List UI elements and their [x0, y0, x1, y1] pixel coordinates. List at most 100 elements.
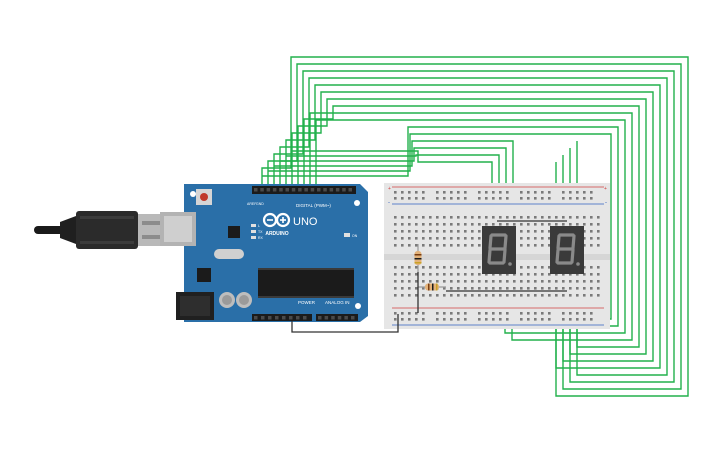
- breadboard-hole[interactable]: [548, 287, 551, 290]
- digital-header[interactable]: [252, 186, 356, 194]
- breadboard-hole[interactable]: [450, 237, 453, 240]
- breadboard-hole[interactable]: [401, 230, 404, 233]
- breadboard-hole[interactable]: [429, 223, 432, 226]
- breadboard-hole[interactable]: [478, 294, 481, 297]
- resistor-vertical[interactable]: [414, 244, 422, 272]
- header-pin[interactable]: [303, 316, 307, 320]
- breadboard-hole[interactable]: [534, 273, 537, 276]
- signal-wire[interactable]: [291, 91, 654, 362]
- breadboard-hole[interactable]: [499, 273, 502, 276]
- breadboard-hole[interactable]: [394, 244, 397, 247]
- breadboard-hole[interactable]: [597, 273, 600, 276]
- breadboard-hole[interactable]: [492, 197, 495, 200]
- breadboard-hole[interactable]: [492, 312, 495, 315]
- breadboard-hole[interactable]: [408, 216, 411, 219]
- breadboard-hole[interactable]: [548, 223, 551, 226]
- breadboard-hole[interactable]: [506, 216, 509, 219]
- breadboard-hole[interactable]: [429, 216, 432, 219]
- breadboard-hole[interactable]: [548, 280, 551, 283]
- breadboard-hole[interactable]: [527, 312, 530, 315]
- breadboard-hole[interactable]: [450, 244, 453, 247]
- breadboard-hole[interactable]: [499, 191, 502, 194]
- breadboard-hole[interactable]: [590, 312, 593, 315]
- breadboard-hole[interactable]: [485, 318, 488, 321]
- breadboard-hole[interactable]: [541, 216, 544, 219]
- breadboard-hole[interactable]: [408, 197, 411, 200]
- signal-wire[interactable]: [303, 105, 640, 348]
- header-pin[interactable]: [298, 188, 302, 192]
- breadboard-hole[interactable]: [422, 216, 425, 219]
- breadboard-hole[interactable]: [478, 191, 481, 194]
- breadboard-hole[interactable]: [520, 216, 523, 219]
- breadboard-hole[interactable]: [485, 191, 488, 194]
- breadboard-hole[interactable]: [415, 244, 418, 247]
- breadboard-hole[interactable]: [534, 280, 537, 283]
- breadboard-hole[interactable]: [429, 244, 432, 247]
- breadboard-hole[interactable]: [450, 216, 453, 219]
- breadboard-hole[interactable]: [527, 266, 530, 269]
- breadboard-hole[interactable]: [394, 230, 397, 233]
- header-pin[interactable]: [261, 316, 265, 320]
- breadboard-hole[interactable]: [576, 312, 579, 315]
- breadboard-hole[interactable]: [506, 287, 509, 290]
- breadboard-hole[interactable]: [394, 191, 397, 194]
- arduino-uno-board[interactable]: ARDUINO UNO DIGITAL (PWM~) AREF GND TX R…: [160, 184, 368, 322]
- breadboard-hole[interactable]: [422, 294, 425, 297]
- breadboard-hole[interactable]: [408, 266, 411, 269]
- breadboard-hole[interactable]: [583, 280, 586, 283]
- breadboard-hole[interactable]: [394, 287, 397, 290]
- header-pin[interactable]: [337, 316, 342, 320]
- breadboard-hole[interactable]: [527, 244, 530, 247]
- breadboard-hole[interactable]: [443, 266, 446, 269]
- signal-wire[interactable]: [286, 154, 500, 226]
- breadboard-hole[interactable]: [394, 223, 397, 226]
- breadboard-hole[interactable]: [583, 312, 586, 315]
- breadboard-hole[interactable]: [597, 266, 600, 269]
- breadboard-hole[interactable]: [541, 294, 544, 297]
- breadboard-hole[interactable]: [422, 266, 425, 269]
- breadboard-hole[interactable]: [471, 237, 474, 240]
- breadboard-hole[interactable]: [408, 294, 411, 297]
- breadboard-hole[interactable]: [464, 223, 467, 226]
- breadboard-hole[interactable]: [506, 294, 509, 297]
- breadboard-hole[interactable]: [583, 230, 586, 233]
- breadboard-hole[interactable]: [527, 191, 530, 194]
- breadboard-hole[interactable]: [520, 312, 523, 315]
- breadboard-hole[interactable]: [569, 294, 572, 297]
- breadboard-hole[interactable]: [541, 266, 544, 269]
- breadboard-hole[interactable]: [527, 197, 530, 200]
- breadboard-hole[interactable]: [429, 273, 432, 276]
- breadboard-hole[interactable]: [450, 223, 453, 226]
- breadboard-hole[interactable]: [548, 266, 551, 269]
- breadboard-hole[interactable]: [541, 312, 544, 315]
- breadboard-hole[interactable]: [590, 273, 593, 276]
- breadboard-hole[interactable]: [457, 280, 460, 283]
- header-pin[interactable]: [324, 316, 329, 320]
- breadboard-hole[interactable]: [583, 318, 586, 321]
- breadboard-hole[interactable]: [520, 294, 523, 297]
- breadboard-hole[interactable]: [534, 223, 537, 226]
- breadboard-hole[interactable]: [569, 216, 572, 219]
- breadboard-hole[interactable]: [492, 273, 495, 276]
- header-pin[interactable]: [344, 316, 348, 320]
- breadboard-hole[interactable]: [457, 191, 460, 194]
- breadboard-hole[interactable]: [534, 191, 537, 194]
- breadboard-hole[interactable]: [597, 230, 600, 233]
- breadboard-hole[interactable]: [492, 287, 495, 290]
- breadboard-hole[interactable]: [443, 287, 446, 290]
- breadboard-hole[interactable]: [534, 237, 537, 240]
- breadboard-hole[interactable]: [457, 223, 460, 226]
- breadboard-hole[interactable]: [597, 280, 600, 283]
- breadboard-hole[interactable]: [548, 216, 551, 219]
- breadboard-hole[interactable]: [422, 312, 425, 315]
- breadboard-hole[interactable]: [401, 237, 404, 240]
- seven-segment-display-left[interactable]: [482, 226, 516, 274]
- breadboard-hole[interactable]: [583, 197, 586, 200]
- breadboard-hole[interactable]: [520, 280, 523, 283]
- breadboard-hole[interactable]: [527, 230, 530, 233]
- breadboard-hole[interactable]: [485, 216, 488, 219]
- breadboard-hole[interactable]: [499, 318, 502, 321]
- breadboard-hole[interactable]: [541, 191, 544, 194]
- breadboard-hole[interactable]: [541, 237, 544, 240]
